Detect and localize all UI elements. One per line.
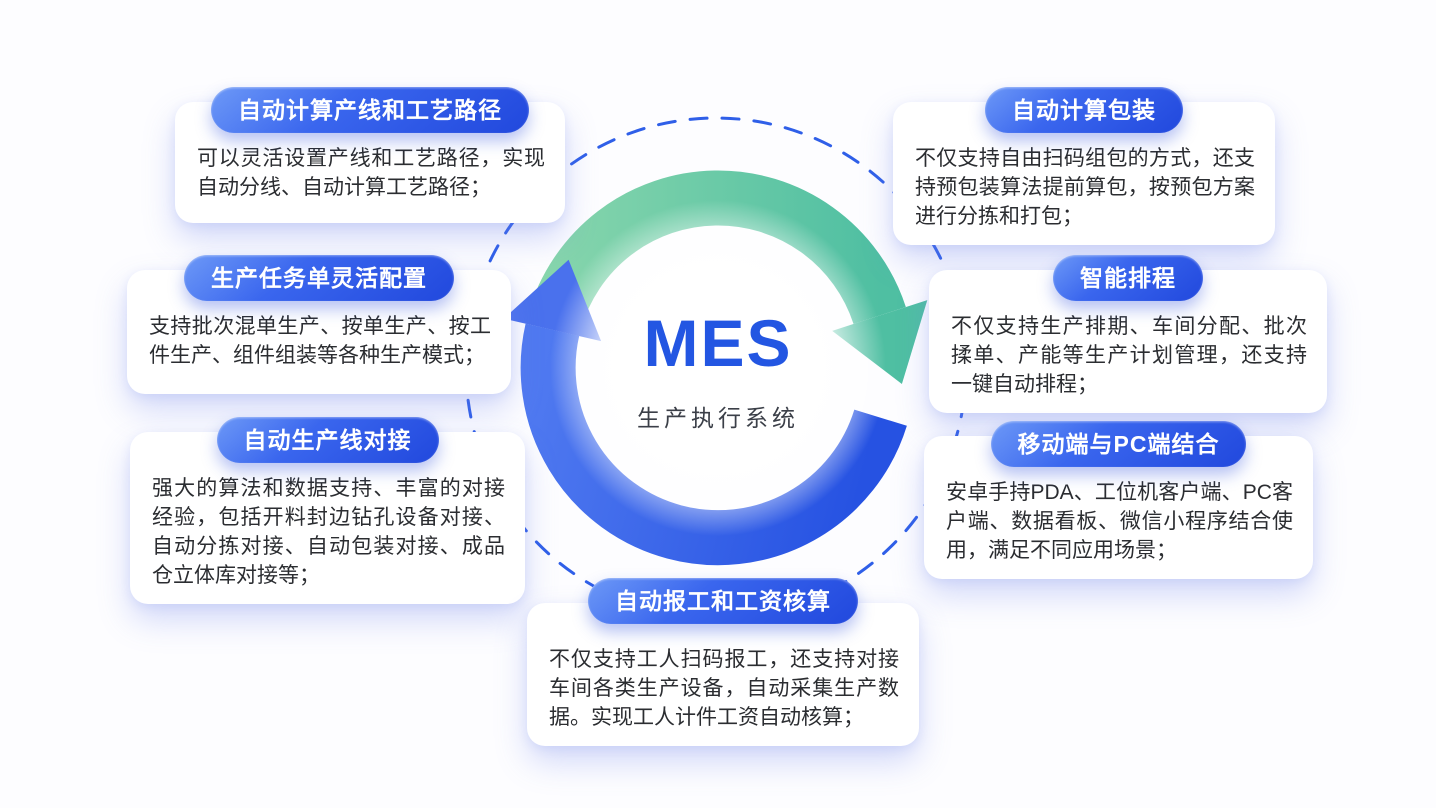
feature-pill-smart-scheduling: 智能排程 (1053, 255, 1203, 301)
feature-pill-auto-route-calc: 自动计算产线和工艺路径 (211, 87, 529, 133)
mes-title: MES (643, 306, 793, 380)
blue-cycle-arrow-arc (520, 323, 907, 566)
feature-body-auto-route-calc: 可以灵活设置产线和工艺路径，实现自动分线、自动计算工艺路径； (197, 147, 545, 199)
feature-body-task-config: 支持批次混单生产、按单生产、按工件生产、组件组装等各种生产模式； (149, 315, 491, 367)
feature-card-smart-scheduling: 智能排程 不仅支持生产排期、车间分配、批次揉单、产能等生产计划管理，还支持一键自… (929, 255, 1327, 413)
feature-pill-packing-calc: 自动计算包装 (985, 87, 1183, 133)
green-cycle-arrow-arc (528, 170, 906, 330)
center-white-glow (550, 200, 886, 536)
feature-body-line-integration: 强大的算法和数据支持、丰富的对接经验，包括开料封边钻孔设备对接、自动分拣对接、自… (152, 477, 505, 587)
feature-body-smart-scheduling: 不仅支持生产排期、车间分配、批次揉单、产能等生产计划管理，还支持一键自动排程； (951, 315, 1307, 396)
feature-body-work-report-payroll: 不仅支持工人扫码报工，还支持对接车间各类生产设备，自动采集生产数据。实现工人计件… (549, 648, 899, 729)
feature-card-task-config: 生产任务单灵活配置 支持批次混单生产、按单生产、按工件生产、组件组装等各种生产模… (127, 255, 511, 394)
feature-pill-work-report-payroll: 自动报工和工资核算 (588, 578, 858, 624)
feature-pill-line-integration: 自动生产线对接 (216, 417, 439, 463)
feature-pill-task-config: 生产任务单灵活配置 (184, 255, 454, 301)
feature-card-work-report-payroll: 自动报工和工资核算 不仅支持工人扫码报工，还支持对接车间各类生产设备，自动采集生… (527, 578, 919, 746)
feature-card-auto-route-calc: 自动计算产线和工艺路径 可以灵活设置产线和工艺路径，实现自动分线、自动计算工艺路… (175, 87, 565, 223)
feature-card-line-integration: 自动生产线对接 强大的算法和数据支持、丰富的对接经验，包括开料封边钻孔设备对接、… (130, 417, 525, 604)
feature-card-packing-calc: 自动计算包装 不仅支持自由扫码组包的方式，还支持预包装算法提前算包，按预包方案进… (893, 87, 1275, 245)
feature-pill-mobile-pc: 移动端与PC端结合 (990, 421, 1247, 467)
mes-subtitle: 生产执行系统 (637, 405, 799, 431)
feature-body-packing-calc: 不仅支持自由扫码组包的方式，还支持预包装算法提前算包，按预包方案进行分拣和打包； (915, 147, 1255, 228)
feature-body-mobile-pc: 安卓手持PDA、工位机客户端、PC客户端、数据看板、微信小程序结合使用，满足不同… (946, 481, 1293, 562)
feature-card-mobile-pc: 移动端与PC端结合 安卓手持PDA、工位机客户端、PC客户端、数据看板、微信小程… (924, 421, 1313, 579)
